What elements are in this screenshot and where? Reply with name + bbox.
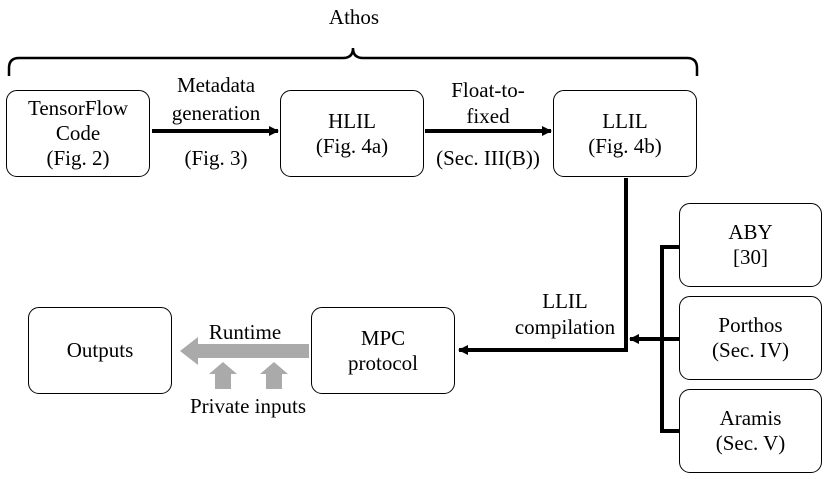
metadata-label-line-2: generation [171,101,261,125]
porthos-line-1: Porthos [718,313,783,337]
porthos-line-2: (Sec. IV) [712,338,789,362]
runtime-arrow [180,337,309,365]
float-to-fixed-label-line-1: Float-to- [451,78,525,102]
private-inputs-label: Private inputs [189,394,307,418]
runtime-label: Runtime [208,320,282,344]
tensorflow-line-3: (Fig. 2) [46,146,110,170]
aby-node: ABY [30] [679,203,822,287]
porthos-node: Porthos (Sec. IV) [679,296,822,380]
aramis-line-2: (Sec. V) [715,431,786,455]
private-input-arrow-1 [209,362,237,389]
float-to-fixed-label-line-3: (Sec. III(B)) [436,146,540,170]
mpc-protocol-node: MPC protocol [311,307,455,394]
llil-compilation-label-line-2: compilation [514,315,616,339]
mpc-line-2: protocol [348,350,418,375]
outputs-node: Outputs [28,307,172,394]
llil-node: LLIL (Fig. 4b) [553,90,697,177]
metadata-label-line-3: (Fig. 3) [184,146,248,170]
llil-line-2: (Fig. 4b) [588,133,662,158]
athos-brace [7,47,699,76]
tensorflow-line-1: TensorFlow [27,96,129,120]
hlil-node: HLIL (Fig. 4a) [280,90,424,177]
athos-label: Athos [328,5,380,29]
aramis-line-1: Aramis [719,406,782,430]
hlil-line-1: HLIL [328,108,376,133]
outputs-line-1: Outputs [66,338,134,362]
tensorflow-code-node: TensorFlow Code (Fig. 2) [6,90,150,177]
mpc-line-1: MPC [360,325,406,350]
hlil-line-2: (Fig. 4a) [315,133,389,158]
private-input-arrow-2 [260,362,288,389]
llil-line-1: LLIL [602,108,648,133]
aramis-node: Aramis (Sec. V) [679,389,822,473]
aby-line-1: ABY [728,220,773,244]
tensorflow-line-2: Code [55,121,101,145]
float-to-fixed-label-line-2: fixed [466,104,510,128]
llil-compilation-label-line-1: LLIL [542,289,588,313]
edge-llil-compilation-arrow [458,178,628,355]
aby-line-2: [30] [733,245,768,269]
metadata-label-line-1: Metadata [176,73,256,97]
